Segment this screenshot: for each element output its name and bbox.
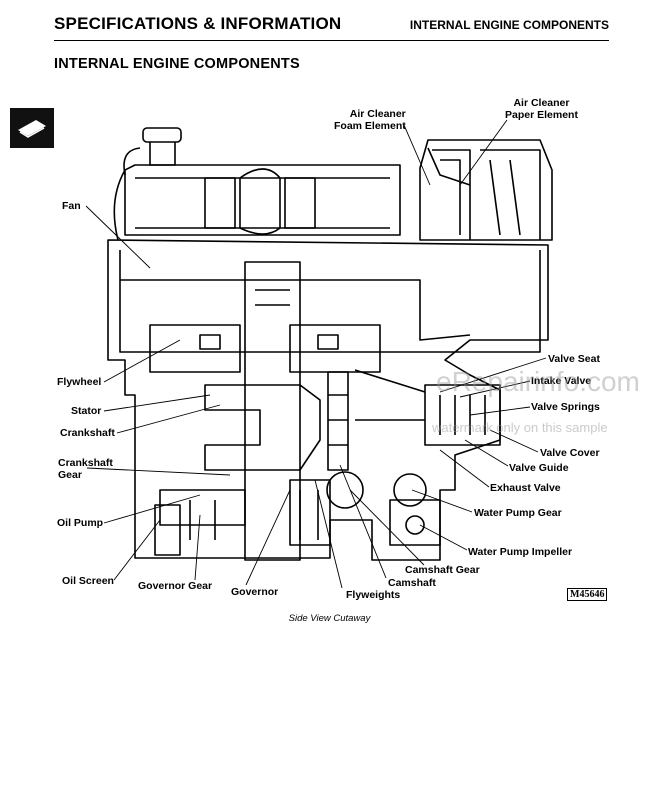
label-camshaft: Camshaft	[388, 577, 436, 589]
oil-pump-outline	[159, 489, 246, 526]
label-fan: Fan	[62, 200, 81, 212]
label-exhaust-valve: Exhaust Valve	[490, 482, 561, 494]
label-governor: Governor	[231, 586, 279, 598]
label-intake-valve: Intake Valve	[531, 375, 592, 387]
label-water-pump-impeller: Water Pump Impeller	[468, 546, 573, 558]
figure-caption: Side View Cutaway	[288, 613, 371, 624]
camshaft-gear-outline	[326, 471, 364, 509]
header-divider	[54, 40, 609, 41]
label-water-pump-gear: Water Pump Gear	[474, 507, 562, 519]
manual-book-icon	[18, 120, 46, 138]
label-oil-pump: Oil Pump	[57, 517, 104, 529]
label-flywheel: Flywheel	[57, 376, 102, 388]
label-governor-gear: Governor Gear	[138, 580, 213, 592]
model-number: M45646	[567, 588, 608, 601]
watermark-subtext: watermark only on this sample	[432, 420, 608, 435]
radiator-top	[124, 164, 401, 236]
label-oil-screen: Oil Screen	[62, 575, 114, 587]
label-stator: Stator	[71, 405, 102, 417]
air-cleaner-housing	[419, 139, 553, 241]
watermark-text: eRepairinfo.com	[436, 366, 640, 397]
label-valve-cover: Valve Cover	[540, 447, 600, 459]
section-tab-icon	[10, 108, 54, 148]
camshaft-outline	[327, 371, 349, 471]
label-crankshaft: Crankshaft	[60, 427, 115, 439]
label-camshaft-gear: Camshaft Gear	[405, 564, 480, 576]
label-valve-guide: Valve Guide	[509, 462, 569, 474]
governor-outline	[289, 479, 331, 546]
radiator-cap	[142, 127, 182, 143]
label-valve-seat: Valve Seat	[548, 353, 600, 365]
header-title: SPECIFICATIONS & INFORMATION	[54, 14, 342, 33]
label-flyweights: Flyweights	[346, 589, 401, 601]
section-title: INTERNAL ENGINE COMPONENTS	[54, 56, 300, 72]
label-valve-springs: Valve Springs	[531, 401, 600, 413]
flywheel-outline	[149, 324, 241, 373]
oil-screen-outline	[154, 504, 181, 556]
crankshaft-outline	[244, 261, 301, 561]
valve-cover-outline	[424, 384, 501, 446]
header-section: INTERNAL ENGINE COMPONENTS	[409, 18, 609, 32]
